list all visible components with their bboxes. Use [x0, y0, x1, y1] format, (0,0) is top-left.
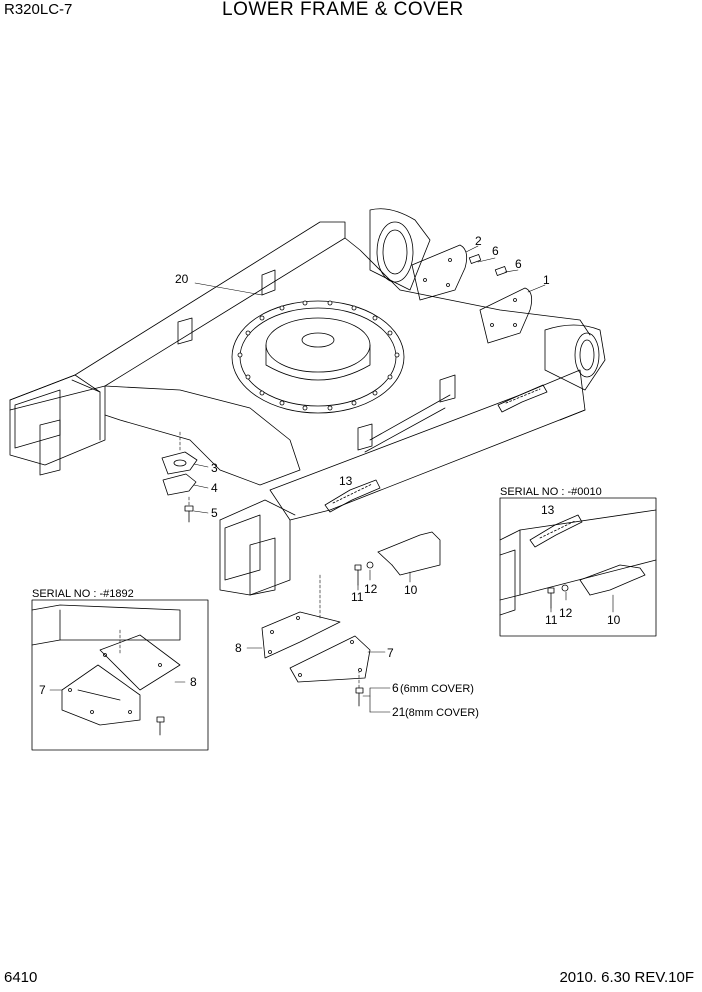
plate-part-4 [162, 473, 197, 496]
callout-11: 11 [351, 590, 364, 604]
callout-20: 20 [175, 272, 189, 286]
callout-21: 21 [392, 705, 406, 719]
callout-6b: 6 [515, 257, 522, 271]
cover-part-7 [289, 635, 371, 683]
callout-12: 12 [364, 582, 378, 596]
inset-right-callout-13: 13 [541, 503, 555, 517]
bearing-bolt-holes [237, 300, 400, 411]
bolt-part-6 [468, 254, 508, 276]
callout-13: 13 [339, 474, 353, 488]
bolt-part-5 [184, 505, 194, 523]
inset-right-callout-12: 12 [559, 606, 573, 620]
step-part-13-right [497, 384, 548, 413]
callout-10: 10 [404, 583, 418, 597]
callout-6c: 6 [392, 681, 399, 695]
inset-left-callout-8: 8 [190, 675, 197, 689]
inset-left [31, 599, 209, 751]
bolt-part-11-12 [354, 561, 374, 586]
inset-left-labels: SERIAL NO : -#1892 7 8 [32, 588, 197, 697]
callout-1: 1 [543, 273, 550, 287]
callout-2: 2 [475, 234, 482, 248]
inset-left-callout-7: 7 [39, 683, 46, 697]
callout-21-note: (8mm COVER) [405, 707, 479, 719]
revision-date: 2010. 6.30 REV.10F [559, 969, 694, 986]
callout-4: 4 [211, 481, 218, 495]
cover-part-8 [261, 611, 341, 659]
inset-right [499, 497, 657, 637]
callout-labels: 2 6 6 1 20 3 4 5 13 11 12 10 8 7 6 (6mm … [175, 234, 550, 719]
page-title: LOWER FRAME & COVER [222, 0, 464, 20]
inset-right-serial: SERIAL NO : -#0010 [500, 486, 602, 498]
cover-part-2 [411, 244, 468, 301]
inset-right-labels: SERIAL NO : -#0010 13 11 12 10 [500, 486, 621, 627]
cover-part-1 [479, 287, 533, 344]
callout-8: 8 [235, 641, 242, 655]
bolt-part-6-21 [355, 687, 364, 707]
step-part-10 [377, 531, 441, 576]
model-number: R320LC-7 [4, 1, 73, 18]
callout-6c-note: (6mm COVER) [400, 683, 474, 695]
inset-right-callout-10: 10 [607, 613, 621, 627]
callout-3: 3 [211, 461, 218, 475]
inset-left-serial: SERIAL NO : -#1892 [32, 588, 134, 600]
lower-frame [9, 208, 606, 596]
page-number: 6410 [4, 969, 38, 986]
plate-part-3 [161, 451, 198, 475]
inset-right-callout-11: 11 [545, 613, 558, 627]
step-part-13 [324, 479, 381, 513]
callout-7: 7 [387, 646, 394, 660]
leader-lines [179, 245, 546, 713]
callout-6a: 6 [492, 244, 499, 258]
callout-5: 5 [211, 506, 218, 520]
